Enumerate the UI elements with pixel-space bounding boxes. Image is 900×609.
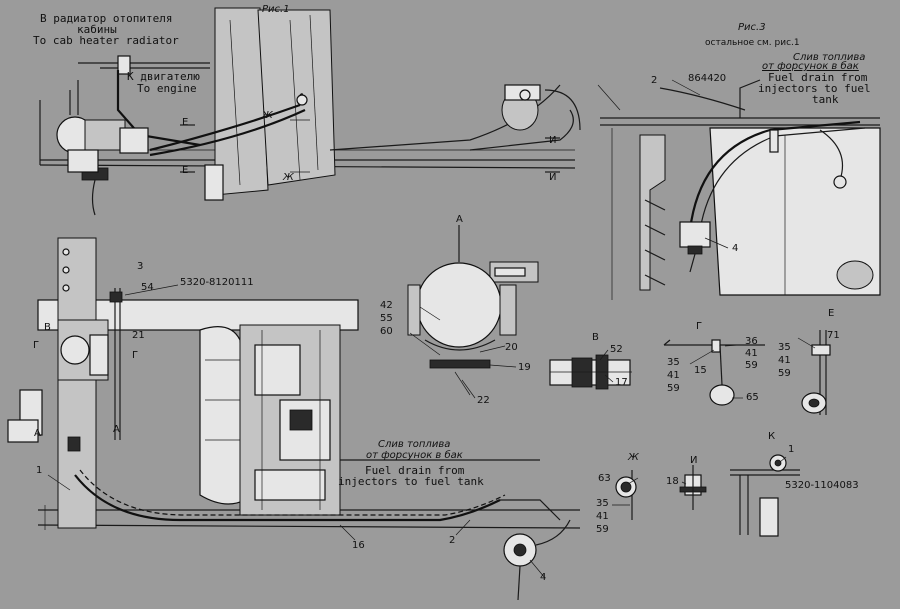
fig3-drain-en-line1: Fuel drain from [768,71,868,84]
section-g-marker-left: Г [33,340,40,351]
callout-20: 20 [505,342,518,353]
callout-19: 19 [518,362,531,373]
callout-35-e: 35 [778,342,791,353]
section-k-title: К [768,431,776,442]
callout-4: 4 [540,572,547,583]
to-engine-en: To engine [137,82,197,95]
callout-41-e: 41 [778,355,791,366]
leader-lines [409,79,816,506]
fig3-drain-en-line3: tank [812,93,839,106]
section-g-title: Г [696,321,703,332]
bottom-drain-ru-line1: Слив топлива [378,439,451,450]
callout-35-g: 35 [667,357,680,368]
callout-71: 71 [827,330,840,341]
callout-63: 63 [598,473,611,484]
section-v-marker: В [44,322,51,333]
callout-59-g2: 59 [667,383,680,394]
callout-36: 36 [745,336,758,347]
callout-54: 54 [141,282,154,293]
section-a-drawing [407,225,539,396]
callout-1-k: 1 [788,444,795,455]
callout-35-zh: 35 [596,498,609,509]
callout-18: 18 [666,476,679,487]
cab-heater-ru-line1: В радиатор отопителя [40,12,173,25]
part-number-864420: 864420 [688,73,727,84]
cab-heater-ru-line2: кабины [77,23,117,36]
cab-heater-en: To cab heater radiator [33,34,179,47]
callout-59-zh: 59 [596,524,609,535]
callout-22: 22 [477,395,490,406]
section-e-title: Е [828,308,835,319]
section-v-drawing [549,354,632,390]
section-zh-marker-bottom: Ж [283,172,294,183]
callout-65: 65 [746,392,759,403]
section-e-marker-bottom: Е [182,165,189,176]
plan-view-drawing [7,237,581,601]
section-g-marker-right: Г [132,350,139,361]
callout-21: 21 [132,330,145,341]
part-number-5320-8120111: 5320-8120111 [180,277,254,288]
section-i-marker-top: И [549,135,557,146]
part-number-5320-1104083: 5320-1104083 [785,480,859,491]
section-g-drawing [663,339,765,406]
bottom-drain-ru-line2: от форсунок в бак [366,450,463,461]
section-i-drawing [679,465,707,510]
callout-15: 15 [694,365,707,376]
callout-41-zh: 41 [596,511,609,522]
to-engine-ru: К двигателю [127,70,200,83]
section-zh-marker-top: Ж [262,110,273,121]
callout-2: 2 [449,535,456,546]
fig3-note: остальное см. рис.1 [705,38,800,48]
bottom-drain-en-line1: Fuel drain from [365,464,465,477]
fig3-drain-ru-line2: от форсунок в бак [762,61,859,72]
fig3-drain-ru-line1: Слив топлива [793,52,866,63]
callout-4-fig3: 4 [732,243,739,254]
callout-60: 60 [380,326,393,337]
callout-1: 1 [36,465,43,476]
callout-59-g: 59 [745,360,758,371]
section-i-title: И [690,455,698,466]
callout-17: 17 [615,377,628,388]
section-a-marker-right: А [113,424,120,435]
fig1-drawing [39,7,581,216]
fig3-caption: Рис.3 [738,22,766,33]
callout-16: 16 [352,540,365,551]
section-e-marker-top: Е [182,117,189,128]
callout-42: 42 [380,300,393,311]
section-i-marker-bottom: И [549,172,557,183]
callout-41-g: 41 [745,348,758,359]
fig3-drawing [600,79,881,300]
callout-3: 3 [137,261,144,272]
section-a-marker-left: А [34,428,41,439]
section-zh-drawing [615,470,637,520]
fig1-caption: Рис.1 [262,4,290,15]
callout-41-g2: 41 [667,370,680,381]
callout-52: 52 [610,344,623,355]
section-v-title: В [592,332,599,343]
callout-59-e: 59 [778,368,791,379]
bottom-drain-en-line2: injectors to fuel tank [338,475,484,488]
section-k-drawing [730,454,800,537]
section-a-title: А [456,214,463,225]
callout-2-fig3: 2 [651,75,658,86]
section-zh-title: Ж [628,452,639,463]
section-e-drawing [801,330,831,415]
callout-55: 55 [380,313,393,324]
fig3-drain-en-line2: injectors to fuel [758,82,871,95]
